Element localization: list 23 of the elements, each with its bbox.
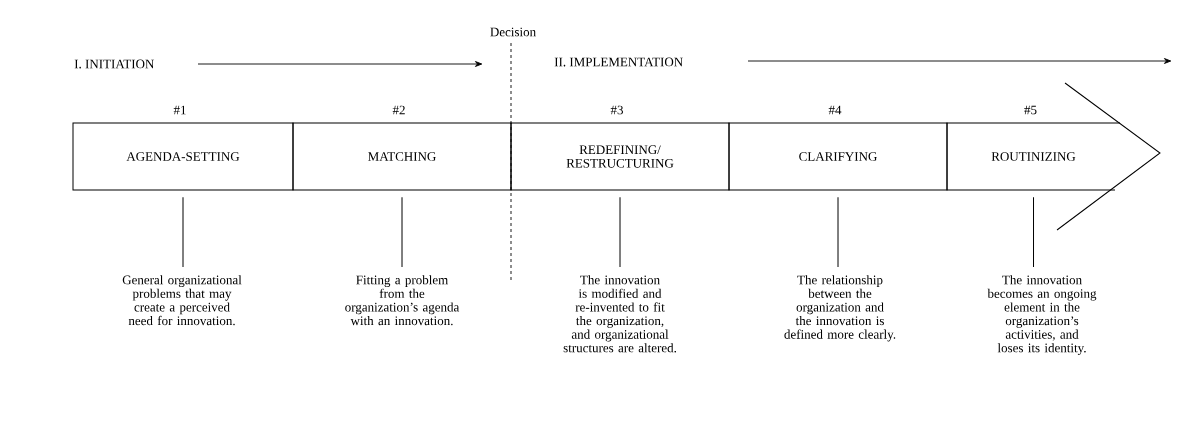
phase-label: I. INITIATION (74, 59, 155, 69)
connector-line (837, 196, 839, 268)
connector-line (619, 196, 621, 268)
stage-box: MATCHING (292, 122, 512, 191)
stage-box: AGENDA-SETTING (72, 122, 294, 191)
stage-box: ROUTINIZING (946, 122, 1121, 191)
connector-line (1033, 196, 1034, 268)
decision-label: Decision (490, 27, 536, 37)
description-text: Fitting a problem from the organization’s agenda with an innovation. (345, 275, 460, 326)
stage-box: REDEFINING/ RESTRUCTURING (510, 122, 730, 191)
step-number: #3 (610, 105, 623, 115)
description-text: General organizational problems that may create a perceived need for innovation. (122, 275, 242, 326)
step-number: #5 (1024, 105, 1037, 115)
step-number: #4 (828, 105, 842, 115)
step-number: #1 (173, 105, 186, 115)
connector-line (401, 196, 403, 268)
connector-line (182, 196, 184, 268)
phase-label: II. IMPLEMENTATION (554, 57, 683, 67)
step-number: #2 (392, 105, 405, 115)
description-text: The innovation becomes an ongoing element in the organization’s activities, and loses its identity. (987, 275, 1097, 356)
stage-box: CLARIFYING (728, 122, 948, 191)
description-text: The innovation is modified and re-invented to fit the organization, and organizational structures are altered. (563, 275, 676, 353)
description-text: The relationship between the organization and the innovation is defined more clearly. (784, 275, 896, 342)
